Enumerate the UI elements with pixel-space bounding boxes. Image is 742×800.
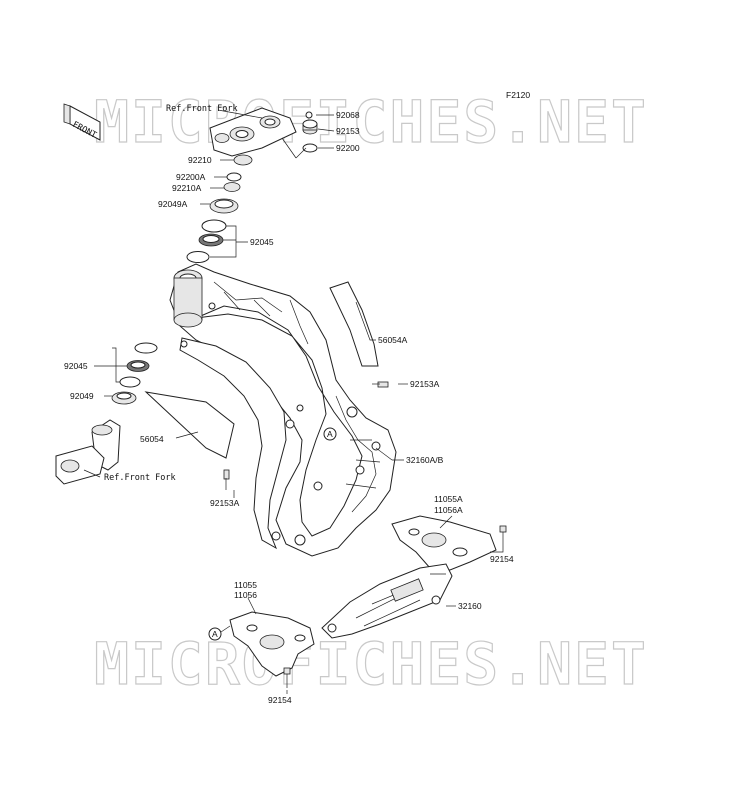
part-92045-left-icon [119,342,158,388]
ref-circle-a-bracket: A [208,627,222,641]
label-32160AB[interactable]: 32160A/B [406,455,444,465]
main-frame-illustration [169,263,397,557]
part-92049A-icon [209,198,239,214]
label-11055[interactable]: 11055 [234,580,257,590]
label-11056A[interactable]: 11056A [434,505,463,515]
label-92045-top[interactable]: 92045 [250,237,274,247]
part-92210-icon [233,154,253,166]
part-92153-icon [302,119,318,135]
bolt-92153A-left-icon [223,469,230,490]
label-92210A[interactable]: 92210A [172,183,202,193]
label-92153A-left[interactable]: 92153A [210,498,240,508]
part-92068-icon [305,111,313,119]
front-arrow-icon: FRONT [63,103,101,141]
watermark-top: MICROFICHES.NET [93,87,648,156]
svg-text:A: A [327,429,333,439]
cover-56054A-icon [329,281,379,367]
label-92045-left[interactable]: 92045 [64,361,88,371]
label-92049[interactable]: 92049 [70,391,94,401]
label-ref-front-fork-top[interactable]: Ref.Front Fork [166,104,238,114]
ref-circle-a-frame: A [323,427,337,441]
label-56054[interactable]: 56054 [140,434,164,444]
label-92154-bottom[interactable]: 92154 [268,695,292,705]
label-92200A[interactable]: 92200A [176,172,206,182]
part-92200-icon [302,143,318,153]
label-56054A[interactable]: 56054A [378,335,408,345]
part-92210A-icon [223,182,241,192]
leader-lines [83,109,504,694]
part-92049-icon [111,391,137,405]
rear-frame-32160-illustration [321,563,453,639]
label-11055A[interactable]: 11055A [434,494,463,504]
label-11056[interactable]: 11056 [234,590,257,600]
label-92153A-right[interactable]: 92153A [410,379,440,389]
bolt-92153A-right-icon [372,381,389,388]
label-92153[interactable]: 92153 [336,126,360,136]
bracket-11055-illustration [229,611,315,677]
watermark-bottom: MICROFICHES.NET [93,629,648,698]
label-92154-right[interactable]: 92154 [490,554,514,564]
label-ref-front-fork-bottom[interactable]: Ref.Front Fork [104,473,176,483]
part-92200A-icon [226,172,242,182]
label-92049A[interactable]: 92049A [158,199,188,209]
label-92068[interactable]: 92068 [336,110,360,120]
diagram-id: F2120 [506,90,530,100]
svg-text:A: A [212,629,218,639]
bolt-92154-right-icon [499,525,507,546]
cover-56054-icon [144,391,235,459]
part-92045-top-icon [186,219,227,263]
label-92210[interactable]: 92210 [188,155,212,165]
front-fork-illustration [55,419,121,485]
label-32160[interactable]: 32160 [458,601,482,611]
bolt-92154-bottom-icon [283,667,291,688]
top-bracket-illustration [209,107,297,157]
label-92200[interactable]: 92200 [336,143,360,153]
bracket-11055A-illustration [391,515,497,571]
